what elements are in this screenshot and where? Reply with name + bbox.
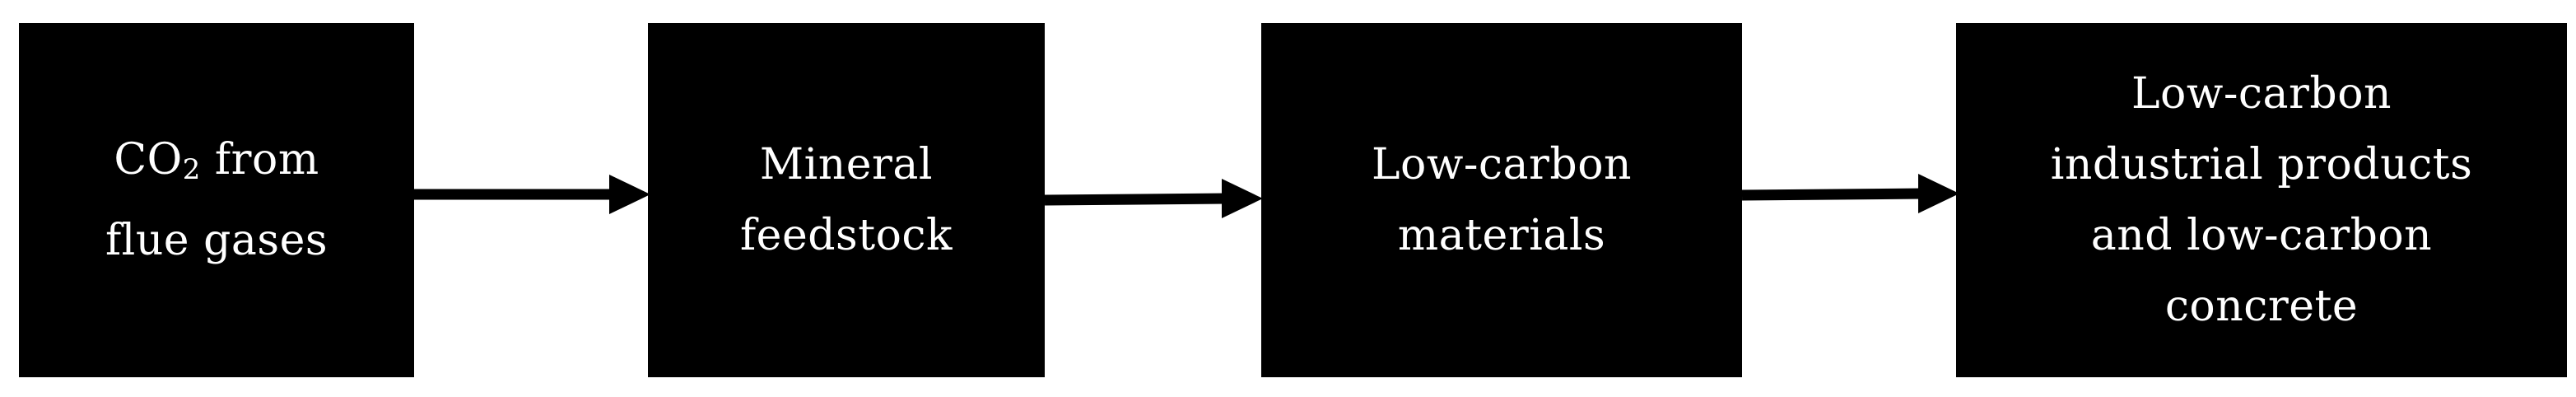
node-products-label: Low-carbon industrial products and low-c…	[2051, 58, 2473, 342]
arrow-2-head	[1222, 179, 1263, 218]
node-materials-line-1: Low-carbon	[1372, 140, 1632, 189]
node-low-carbon-materials: Low-carbon materials	[1261, 23, 1742, 377]
node-co2-line-2: flue gases	[105, 216, 328, 265]
node-co2-label: CO2 from flue gases	[105, 124, 328, 276]
arrow-3-shaft	[1741, 188, 1924, 201]
node-co2-line-1: CO2 from	[105, 124, 328, 205]
node-products-line-3: and low-carbon	[2090, 211, 2433, 260]
arrow-mineral-to-materials	[1044, 179, 1263, 218]
arrow-2-shaft	[1044, 193, 1227, 206]
node-materials-label: Low-carbon materials	[1372, 129, 1632, 271]
arrow-materials-to-products	[1741, 174, 1959, 213]
node-co2-from-flue-gases: CO2 from flue gases	[19, 23, 414, 377]
arrow-1-head	[609, 175, 650, 214]
node-mineral-line-2: feedstock	[739, 211, 953, 260]
co2-from-text: from	[200, 135, 319, 184]
arrow-3-head	[1918, 174, 1959, 213]
node-products-line-2: industrial products	[2050, 140, 2473, 189]
arrow-co2-to-mineral	[414, 175, 650, 214]
node-products-line-1: Low-carbon	[2131, 69, 2392, 119]
node-materials-line-2: materials	[1397, 211, 1606, 260]
co2-text: CO	[114, 135, 183, 184]
node-mineral-feedstock: Mineral feedstock	[648, 23, 1045, 377]
node-mineral-line-1: Mineral	[759, 140, 934, 189]
node-mineral-label: Mineral feedstock	[740, 129, 953, 271]
node-products-line-4: concrete	[2164, 282, 2359, 331]
node-low-carbon-products-concrete: Low-carbon industrial products and low-c…	[1956, 23, 2567, 377]
co2-subscript: 2	[182, 153, 201, 186]
